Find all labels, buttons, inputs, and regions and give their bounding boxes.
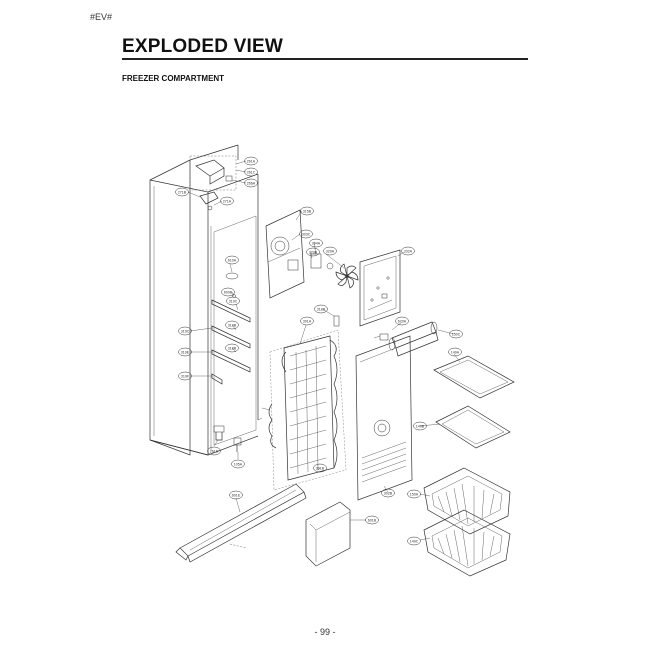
- callout-301a: 301A: [300, 316, 314, 326]
- svg-text:601B: 601B: [368, 518, 377, 522]
- callout-329a: 329A: [323, 246, 337, 256]
- shelf-rails: [211, 272, 251, 385]
- svg-text:332A: 332A: [404, 249, 413, 253]
- svg-text:105A: 105A: [234, 462, 243, 466]
- callout-319b: 319B: [225, 320, 239, 330]
- svg-text:319B: 319B: [228, 323, 237, 327]
- callout-261d: 261D: [207, 446, 221, 456]
- callout-149a: 149A: [448, 347, 462, 357]
- callout-303c: 303C: [299, 229, 313, 239]
- air-duct: [379, 321, 439, 357]
- svg-text:271B: 271B: [178, 190, 187, 194]
- callout-318b-a: 318B: [225, 343, 239, 353]
- svg-text:601E: 601E: [232, 493, 241, 497]
- section-heading: FREEZER COMPARTMENT: [122, 74, 225, 83]
- callout-601e: 601E: [229, 490, 243, 500]
- svg-text:318B: 318B: [228, 346, 237, 350]
- shelf-lower: [435, 405, 511, 449]
- callout-149b: 149B: [413, 421, 427, 431]
- sensor-part: [333, 315, 340, 327]
- fan-motor: [310, 253, 334, 270]
- svg-text:315B: 315B: [303, 209, 312, 213]
- page-number: - 99 -: [314, 627, 336, 637]
- svg-text:150C: 150C: [452, 332, 461, 336]
- bottom-hinge: [213, 425, 242, 452]
- svg-text:261C: 261C: [247, 170, 256, 174]
- callout-149c: 149C: [407, 536, 421, 546]
- callout-150a: 150A: [407, 489, 421, 499]
- document-code: #EV#: [90, 12, 113, 22]
- svg-text:329B: 329B: [309, 250, 318, 254]
- callout-301b: 301B: [313, 463, 327, 473]
- svg-text:301A: 301A: [303, 319, 312, 323]
- evaporator-cover: [355, 335, 413, 501]
- callout-319f: 319F: [178, 371, 192, 381]
- svg-text:319C: 319C: [181, 329, 190, 333]
- callout-150c: 150C: [449, 329, 463, 339]
- basket-upper: [423, 467, 511, 535]
- svg-text:319C: 319C: [229, 299, 238, 303]
- basket-lower: [423, 509, 511, 577]
- svg-text:304A: 304A: [312, 241, 321, 245]
- svg-text:261A: 261A: [247, 159, 256, 163]
- svg-text:271A: 271A: [223, 199, 232, 203]
- svg-text:319E: 319E: [181, 350, 190, 354]
- callouts: 261A 261C 266A 271B 271A 315B 303C 304A …: [175, 156, 463, 546]
- svg-text:149C: 149C: [410, 539, 419, 543]
- cabinet: [149, 144, 263, 456]
- callout-329b: 329B: [306, 247, 320, 257]
- shelf-upper: [433, 355, 515, 399]
- callout-600b: 600B: [221, 287, 235, 297]
- callout-610a: 610A: [225, 255, 239, 265]
- callout-304a: 304A: [309, 238, 323, 248]
- fan-motor-bracket: [265, 209, 305, 299]
- callout-261c: 261C: [244, 167, 258, 177]
- evaporator: [269, 329, 347, 491]
- svg-text:149A: 149A: [451, 350, 460, 354]
- svg-text:261D: 261D: [210, 449, 219, 453]
- svg-text:319F: 319F: [181, 374, 190, 378]
- svg-text:318B: 318B: [317, 307, 326, 311]
- callout-266a: 266A: [244, 178, 258, 188]
- callout-319e: 319E: [178, 347, 192, 357]
- callout-670a: 670A: [395, 316, 409, 326]
- defrost-heater: [268, 403, 277, 449]
- svg-text:150A: 150A: [410, 492, 419, 496]
- svg-text:610A: 610A: [228, 258, 237, 262]
- drain-bracket: [305, 501, 351, 567]
- callout-271a: 271A: [220, 196, 234, 206]
- page-title: EXPLODED VIEW: [122, 36, 283, 57]
- callout-271b: 271B: [175, 187, 189, 197]
- lower-duct: [175, 483, 307, 563]
- callout-302b: 302B: [381, 488, 395, 498]
- svg-text:329A: 329A: [326, 249, 335, 253]
- callout-315b: 315B: [300, 206, 314, 216]
- leader-lines: [187, 160, 461, 541]
- hinge-assembly: [189, 155, 237, 211]
- svg-text:670A: 670A: [398, 319, 407, 323]
- callout-105a: 105A: [231, 459, 245, 469]
- svg-text:301B: 301B: [316, 466, 325, 470]
- callout-601b: 601B: [365, 515, 379, 525]
- svg-text:303C: 303C: [302, 232, 311, 236]
- callout-319c-a: 319C: [226, 296, 240, 306]
- svg-text:600B: 600B: [224, 290, 233, 294]
- callout-319c-b: 319C: [178, 326, 192, 336]
- svg-text:302B: 302B: [384, 491, 393, 495]
- title-underline: [122, 58, 528, 60]
- fan-blade: [335, 263, 359, 289]
- svg-text:266A: 266A: [247, 181, 256, 185]
- callout-318b-b: 318B: [314, 304, 328, 314]
- callout-332a: 332A: [401, 246, 415, 256]
- callout-261a: 261A: [244, 156, 258, 166]
- fan-cover-panel: [359, 249, 401, 327]
- svg-text:149B: 149B: [416, 424, 425, 428]
